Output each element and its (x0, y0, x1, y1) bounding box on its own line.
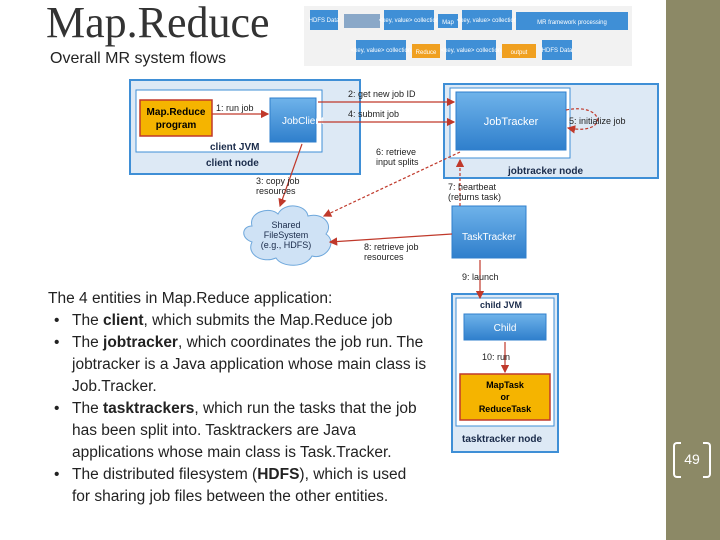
mapreduce-program-label: program (156, 120, 197, 131)
step-10-label: 10: run (482, 352, 510, 362)
jobclient-box (269, 97, 317, 143)
list-item: The jobtracker, which coordinates the jo… (48, 332, 428, 398)
client-jvm-label: client JVM (210, 142, 259, 153)
slide-number: 49 (673, 440, 711, 478)
step-3-label: resources (256, 186, 296, 196)
strip-label: <key, value> collection (351, 48, 411, 54)
step-6-label: input splits (376, 157, 419, 167)
entities-list: The client, which submits the Map.Reduce… (48, 310, 428, 508)
step-1-label: 1: run job (216, 103, 254, 113)
strip-label: Reduce (416, 50, 437, 56)
client-node-label: client node (206, 158, 259, 169)
entities-intro: The 4 entities in Map.Reduce application… (48, 290, 333, 307)
maptask-label: or (501, 392, 510, 402)
strip-box (344, 14, 380, 28)
list-item: The tasktrackers, which run the tasks th… (48, 398, 428, 464)
mapreduce-program-box (139, 99, 213, 137)
tasktracker-box (451, 205, 527, 259)
strip-box (384, 10, 434, 30)
jobtracker-label: JobTracker (484, 116, 539, 128)
strip-label: output (511, 50, 528, 56)
step-8-label: 8: retrieve job (364, 242, 419, 252)
copy-resources-arrow (278, 143, 303, 208)
initialize-job-arrow (565, 108, 598, 134)
child-jvm-label: child JVM (480, 300, 522, 310)
strip-box (310, 10, 338, 30)
mapreduce-flow-strip: HDFS Data <key, value> collection Map <k… (304, 6, 632, 66)
step-7-label: (returns task) (448, 192, 501, 202)
shared-filesystem-cloud (243, 205, 332, 266)
list-item: The client, which submits the Map.Reduce… (48, 310, 428, 332)
strip-box (446, 40, 496, 60)
maptask-box (459, 373, 551, 421)
strip-box (502, 44, 536, 58)
shared-fs-label: (e.g., HDFS) (261, 240, 312, 250)
strip-box (356, 40, 406, 60)
strip-label: MR framework processing (537, 20, 607, 26)
step-8-label: resources (364, 252, 404, 262)
jobtracker-node-label: jobtracker node (507, 166, 583, 177)
step-3-label: 3: copy job (256, 176, 300, 186)
tasktracker-label: TaskTracker (462, 232, 517, 243)
strip-box (516, 12, 628, 30)
entities-description: The 4 entities in Map.Reduce application… (48, 288, 428, 508)
step-4-label: 4: submit job (348, 109, 399, 119)
strip-box (412, 44, 440, 58)
strip-label: Map (442, 20, 454, 26)
step-6-label: 6: retrieve (376, 147, 416, 157)
slide-side-bar (666, 0, 720, 540)
strip-label: <key, value> collection (457, 18, 517, 24)
child-box (463, 313, 547, 341)
strip-label: <key, value> collection (441, 48, 501, 54)
jobclient-label: JobClient (282, 116, 324, 127)
jobtracker-box (455, 91, 567, 151)
maptask-label: MapTask (486, 380, 525, 390)
step-9-label: 9: launch (462, 272, 499, 282)
strip-label: HDFS Data (542, 48, 573, 54)
step-7-label: 7: heartbeat (448, 182, 497, 192)
slide-subtitle: Overall MR system flows (50, 50, 227, 67)
shared-fs-label: Shared (271, 220, 300, 230)
tasktracker-node-label: tasktracker node (462, 434, 542, 445)
slide-title: Map.Reduce (46, 0, 270, 47)
list-item: The distributed filesystem (HDFS), which… (48, 464, 428, 508)
strip-box (462, 10, 512, 30)
strip-label: HDFS Data (309, 18, 340, 24)
step-5-label: 5: initialize job (569, 116, 626, 126)
strip-box (438, 14, 458, 28)
child-label: Child (494, 323, 517, 334)
retrieve-splits-arrow (322, 151, 461, 217)
mapreduce-architecture-diagram: Map.Reduce program JobClient client JVM … (129, 79, 659, 453)
shared-fs-label: FileSystem (264, 230, 309, 240)
strip-label: <key, value> collection (379, 18, 439, 24)
maptask-label: ReduceTask (479, 404, 532, 414)
mapreduce-program-label: Map.Reduce (147, 107, 206, 118)
retrieve-resources-arrow (328, 233, 453, 246)
strip-box (542, 40, 572, 60)
step-2-label: 2: get new job ID (348, 89, 416, 99)
